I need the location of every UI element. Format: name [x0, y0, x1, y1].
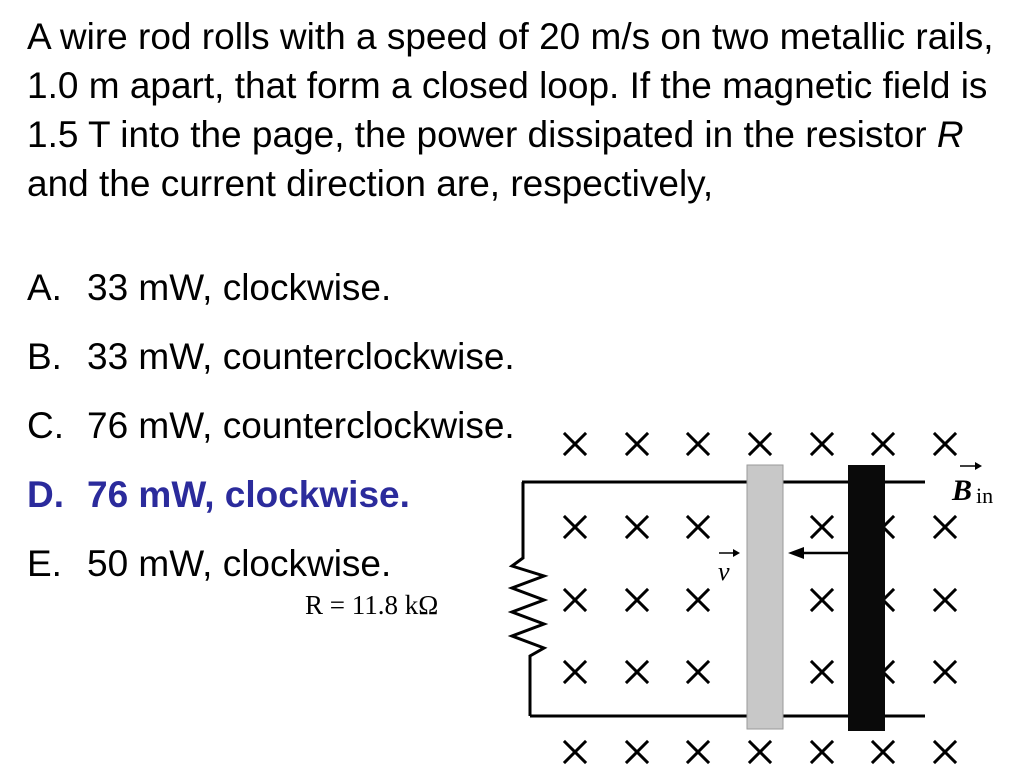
choice-c: C. 76 mW, counterclockwise. — [27, 400, 515, 469]
answer-choices: A. 33 mW, clockwise. B. 33 mW, countercloc… — [27, 262, 515, 607]
field-label-symbol: B — [951, 474, 972, 507]
resistor-variable: R — [936, 114, 964, 155]
field-vector-arrowhead-icon — [975, 462, 982, 470]
choice-text: 33 mW, counterclockwise. — [87, 336, 515, 377]
field-into-page-cross-icon — [747, 739, 773, 765]
choice-a: A. 33 mW, clockwise. — [27, 262, 515, 331]
resistor-zigzag-icon — [507, 482, 549, 716]
field-into-page-cross-icon — [809, 514, 835, 540]
velocity-vector-arrowhead-icon — [733, 549, 740, 557]
moving-rod — [746, 464, 784, 730]
choice-letter: A. — [27, 267, 62, 308]
choice-d-correct: D. 76 mW, clockwise. — [27, 469, 515, 538]
choice-e: E. 50 mW, clockwise. — [27, 538, 515, 607]
velocity-label: v — [718, 557, 730, 586]
field-into-page-cross-icon — [685, 587, 711, 613]
field-into-page-cross-icon — [624, 587, 650, 613]
choice-text: 76 mW, clockwise. — [87, 474, 410, 515]
field-into-page-cross-icon — [562, 739, 588, 765]
stationary-rod — [848, 465, 885, 731]
field-into-page-cross-icon — [932, 659, 958, 685]
field-into-page-cross-icon — [809, 431, 835, 457]
choice-text: 50 mW, clockwise. — [87, 543, 392, 584]
field-into-page-cross-icon — [624, 431, 650, 457]
field-into-page-cross-icon — [685, 431, 711, 457]
choice-letter: E. — [27, 543, 62, 584]
field-label-subscript: in — [976, 483, 993, 508]
choice-text: 33 mW, clockwise. — [87, 267, 392, 308]
magnetic-field-markers — [562, 431, 958, 765]
field-into-page-cross-icon — [932, 431, 958, 457]
field-into-page-cross-icon — [624, 659, 650, 685]
field-into-page-cross-icon — [685, 659, 711, 685]
choice-letter: C. — [27, 405, 64, 446]
field-into-page-cross-icon — [562, 431, 588, 457]
question-text-part-1: A wire rod rolls with a speed of 20 m/s … — [27, 16, 994, 155]
resistor-value-label: R = 11.8 kΩ — [305, 590, 438, 620]
choice-text: 76 mW, counterclockwise. — [87, 405, 515, 446]
field-into-page-cross-icon — [562, 587, 588, 613]
choice-letter: D. — [27, 474, 64, 515]
field-into-page-cross-icon — [932, 739, 958, 765]
choice-b: B. 33 mW, counterclockwise. — [27, 331, 515, 400]
field-into-page-cross-icon — [932, 587, 958, 613]
choice-letter: B. — [27, 336, 62, 377]
field-into-page-cross-icon — [685, 514, 711, 540]
field-into-page-cross-icon — [870, 739, 896, 765]
question-text: A wire rod rolls with a speed of 20 m/s … — [27, 12, 1002, 208]
field-into-page-cross-icon — [562, 514, 588, 540]
velocity-arrow-icon — [788, 547, 804, 559]
field-into-page-cross-icon — [932, 514, 958, 540]
field-into-page-cross-icon — [870, 431, 896, 457]
field-into-page-cross-icon — [624, 739, 650, 765]
field-into-page-cross-icon — [809, 739, 835, 765]
field-into-page-cross-icon — [747, 431, 773, 457]
field-into-page-cross-icon — [809, 587, 835, 613]
field-into-page-cross-icon — [685, 739, 711, 765]
field-into-page-cross-icon — [562, 659, 588, 685]
field-into-page-cross-icon — [624, 514, 650, 540]
field-into-page-cross-icon — [809, 659, 835, 685]
question-text-part-2: and the current direction are, respectiv… — [27, 163, 714, 204]
